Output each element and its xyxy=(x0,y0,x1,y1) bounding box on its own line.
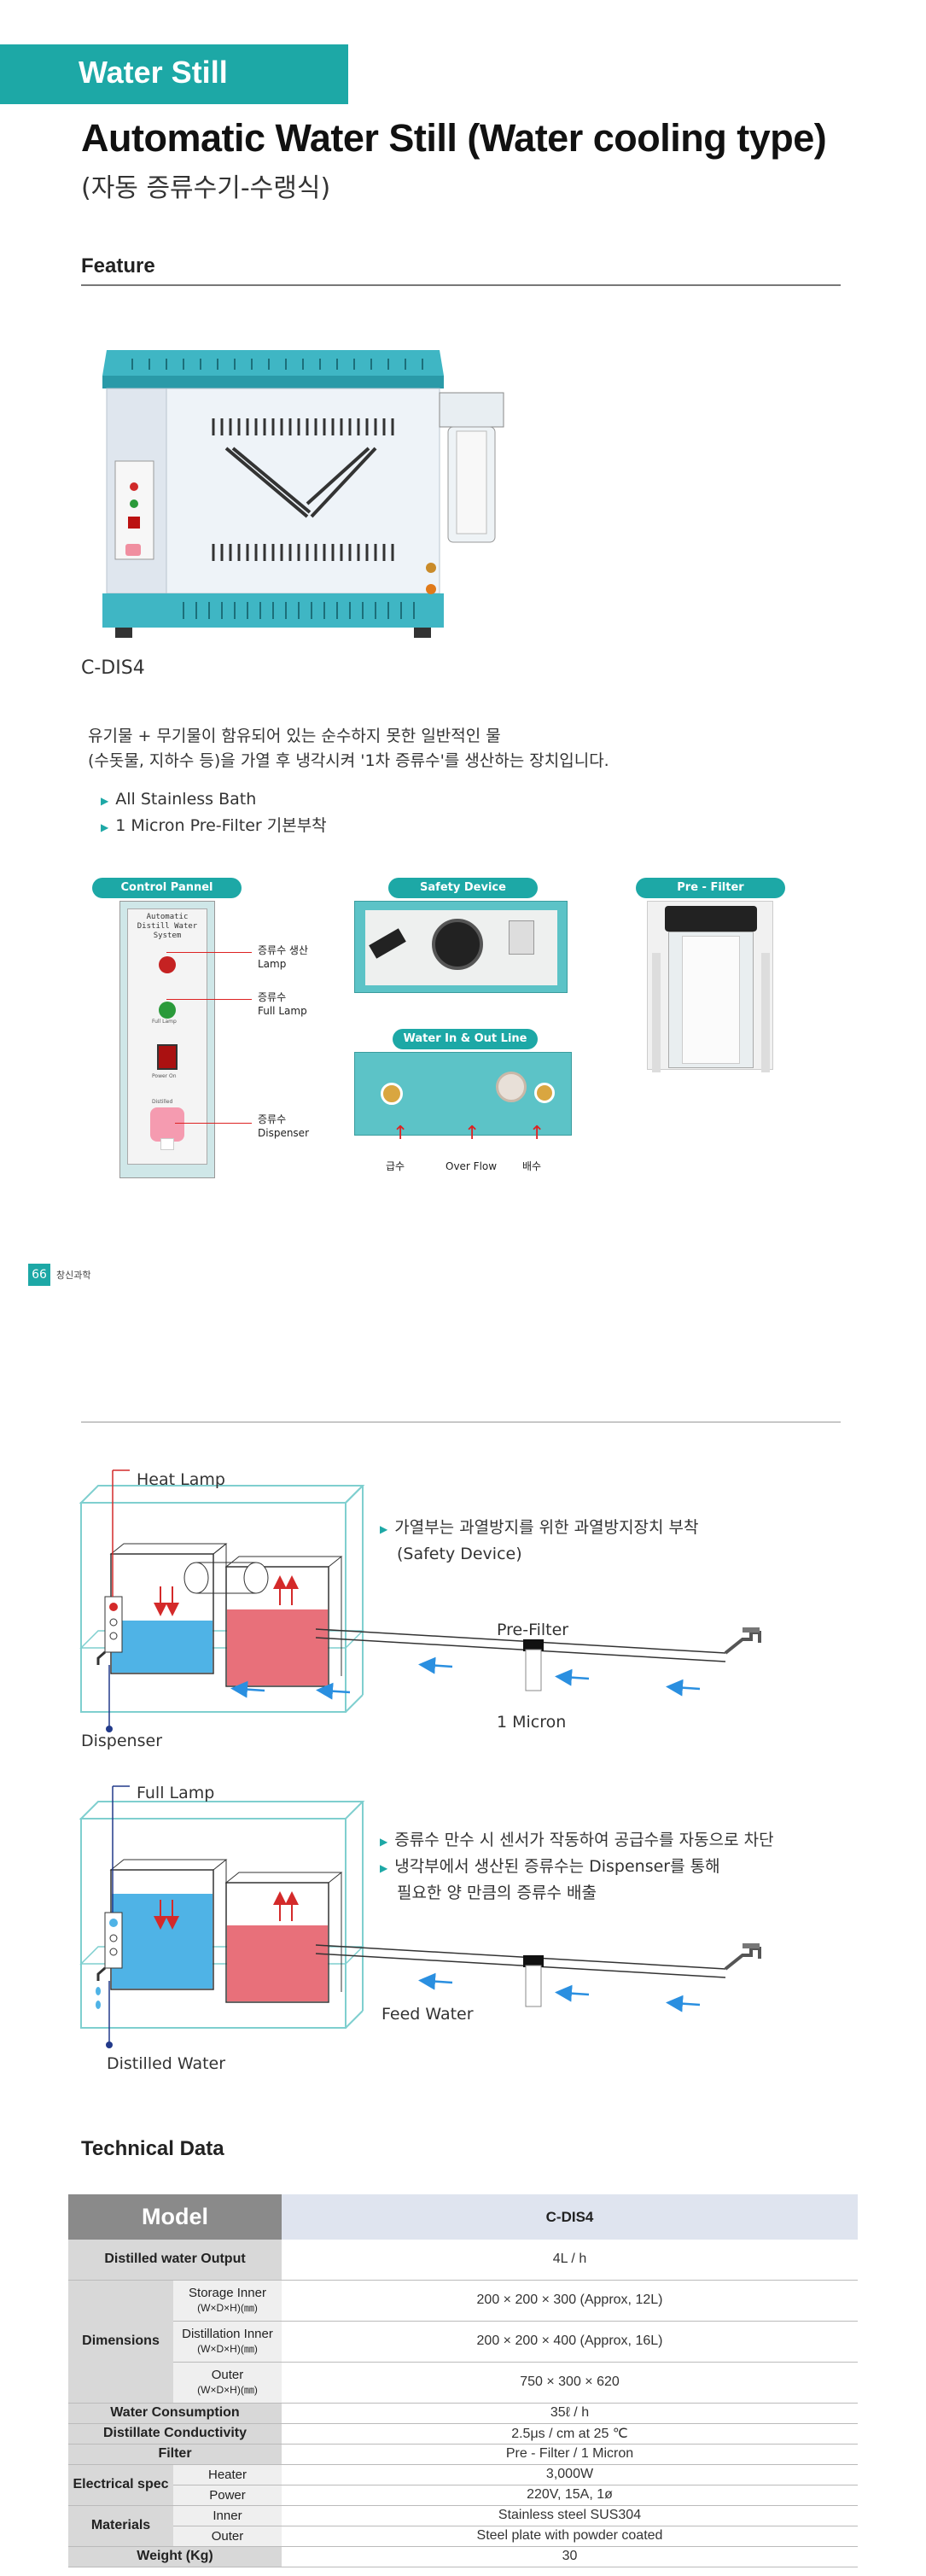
feature-rule xyxy=(81,284,841,286)
technical-heading: Technical Data xyxy=(81,2137,224,2160)
dispenser-label: 증류수 Dispenser xyxy=(258,1113,309,1139)
feature-heading: Feature xyxy=(81,254,155,277)
table-row: Distillate Conductivity 2.5μs / cm at 25… xyxy=(68,2423,858,2445)
table-row: Distilled water Output 4L / h xyxy=(68,2240,858,2281)
spec-table: Model C-DIS4 Distilled water Output 4L /… xyxy=(68,2194,858,2567)
note-safety: ▶가열부는 과열방지를 위한 과열방지장치 부착 (Safety Device) xyxy=(380,1518,699,1563)
arrow-up-icon: ↑ xyxy=(393,1123,409,1144)
arrow-up-icon: ↑ xyxy=(529,1123,545,1144)
feature-bullets: ▶All Stainless Bath ▶1 Micron Pre-Filter… xyxy=(101,787,327,840)
control-panel-label: Control Pannel xyxy=(92,878,242,898)
table-row: Dimensions Storage Inner(W×D×H)(㎜) 200 ×… xyxy=(68,2280,858,2404)
lamp-production-label: 증류수 생산 Lamp xyxy=(258,944,309,970)
page-subtitle: (자동 증류수기-수랭식) xyxy=(81,173,331,203)
description-line-1: 유기물 + 무기물이 함유되어 있는 순수하지 못한 일반적인 물 xyxy=(88,727,501,745)
brand-name: 창신과학 xyxy=(56,1270,91,1281)
dispenser-diagram-label: Dispenser xyxy=(81,1732,162,1750)
feature-description: 유기물 + 무기물이 함유되어 있는 순수하지 못한 일반적인 물 (수돗물, … xyxy=(88,724,609,774)
safety-device-photo xyxy=(354,901,568,993)
category-banner: Water Still xyxy=(0,44,348,104)
pre-filter-label: Pre - Filter xyxy=(636,878,785,898)
table-row: Model C-DIS4 xyxy=(68,2194,858,2240)
drain-fitting-icon xyxy=(534,1083,555,1103)
arrow-up-icon: ↑ xyxy=(464,1123,480,1144)
safety-device-label: Safety Device xyxy=(388,878,538,898)
product-image xyxy=(102,350,504,638)
full-lamp-label: 증류수 Full Lamp xyxy=(258,991,307,1017)
dispenser-icon xyxy=(150,1107,184,1142)
inlet-fitting-icon xyxy=(381,1083,403,1105)
diagram-safety xyxy=(79,1469,761,1732)
full-lamp-diagram-label: Full Lamp xyxy=(137,1784,215,1802)
drain-label: 배수 xyxy=(522,1160,542,1172)
bullet-triangle-icon: ▶ xyxy=(101,821,109,833)
model-code: C-DIS4 xyxy=(81,657,145,679)
feed-label: 급수 xyxy=(386,1160,405,1172)
table-row: Materials Inner Stainless steel SUS304 xyxy=(68,2505,858,2547)
one-micron-label: 1 Micron xyxy=(497,1713,567,1732)
thermostat-dial-icon xyxy=(432,919,483,970)
category-label: Water Still xyxy=(79,55,228,90)
distilled-water-label: Distilled Water xyxy=(107,2054,226,2073)
production-lamp-icon xyxy=(159,956,176,973)
water-line-photo xyxy=(354,1052,572,1136)
bullet-triangle-icon: ▶ xyxy=(380,1523,388,1535)
description-line-2: (수돗물, 지하수 등)을 가열 후 냉각시켜 '1차 증류수'를 생산하는 장… xyxy=(88,751,609,770)
feed-water-label: Feed Water xyxy=(381,2005,474,2024)
full-lamp-icon xyxy=(159,1002,176,1019)
table-row: Power 220V, 15A, 1ø xyxy=(68,2485,858,2506)
table-row: Filter Pre - Filter / 1 Micron xyxy=(68,2444,858,2465)
note-full: ▶증류수 만수 시 센서가 작동하여 공급수를 자동으로 차단 ▶냉각부에서 생… xyxy=(380,1831,774,1902)
control-panel-photo: Automatic Distill Water System Full Lamp… xyxy=(119,901,215,1178)
bullet-triangle-icon: ▶ xyxy=(380,1836,388,1848)
pre-filter-photo xyxy=(647,901,773,1072)
diagram-full xyxy=(79,1785,761,2048)
power-switch-icon xyxy=(157,1044,178,1070)
pre-filter-diagram-label: Pre-Filter xyxy=(497,1621,569,1639)
bullet-item: ▶1 Micron Pre-Filter 기본부착 xyxy=(101,816,327,835)
heat-lamp-label: Heat Lamp xyxy=(137,1470,225,1489)
table-row: Weight (Kg) 30 xyxy=(68,2546,858,2567)
overflow-fitting-icon xyxy=(496,1072,527,1102)
water-line-label: Water In & Out Line xyxy=(393,1029,538,1049)
table-row: Outer Steel plate with powder coated xyxy=(68,2526,858,2547)
page-number: 66 xyxy=(28,1264,50,1286)
bullet-item: ▶All Stainless Bath xyxy=(101,790,257,809)
table-row: Distillation Inner(W×D×H)(㎜) 200 × 200 ×… xyxy=(68,2321,858,2363)
table-row: Electrical spec Heater 3,000W xyxy=(68,2464,858,2506)
table-row: Water Consumption 35ℓ / h xyxy=(68,2403,858,2424)
overflow-label: Over Flow xyxy=(446,1160,498,1172)
page-title: Automatic Water Still (Water cooling typ… xyxy=(81,116,827,160)
table-row: Outer(W×D×H)(㎜) 750 × 300 × 620 xyxy=(68,2362,858,2404)
bullet-triangle-icon: ▶ xyxy=(380,1862,388,1874)
bullet-triangle-icon: ▶ xyxy=(101,795,109,807)
